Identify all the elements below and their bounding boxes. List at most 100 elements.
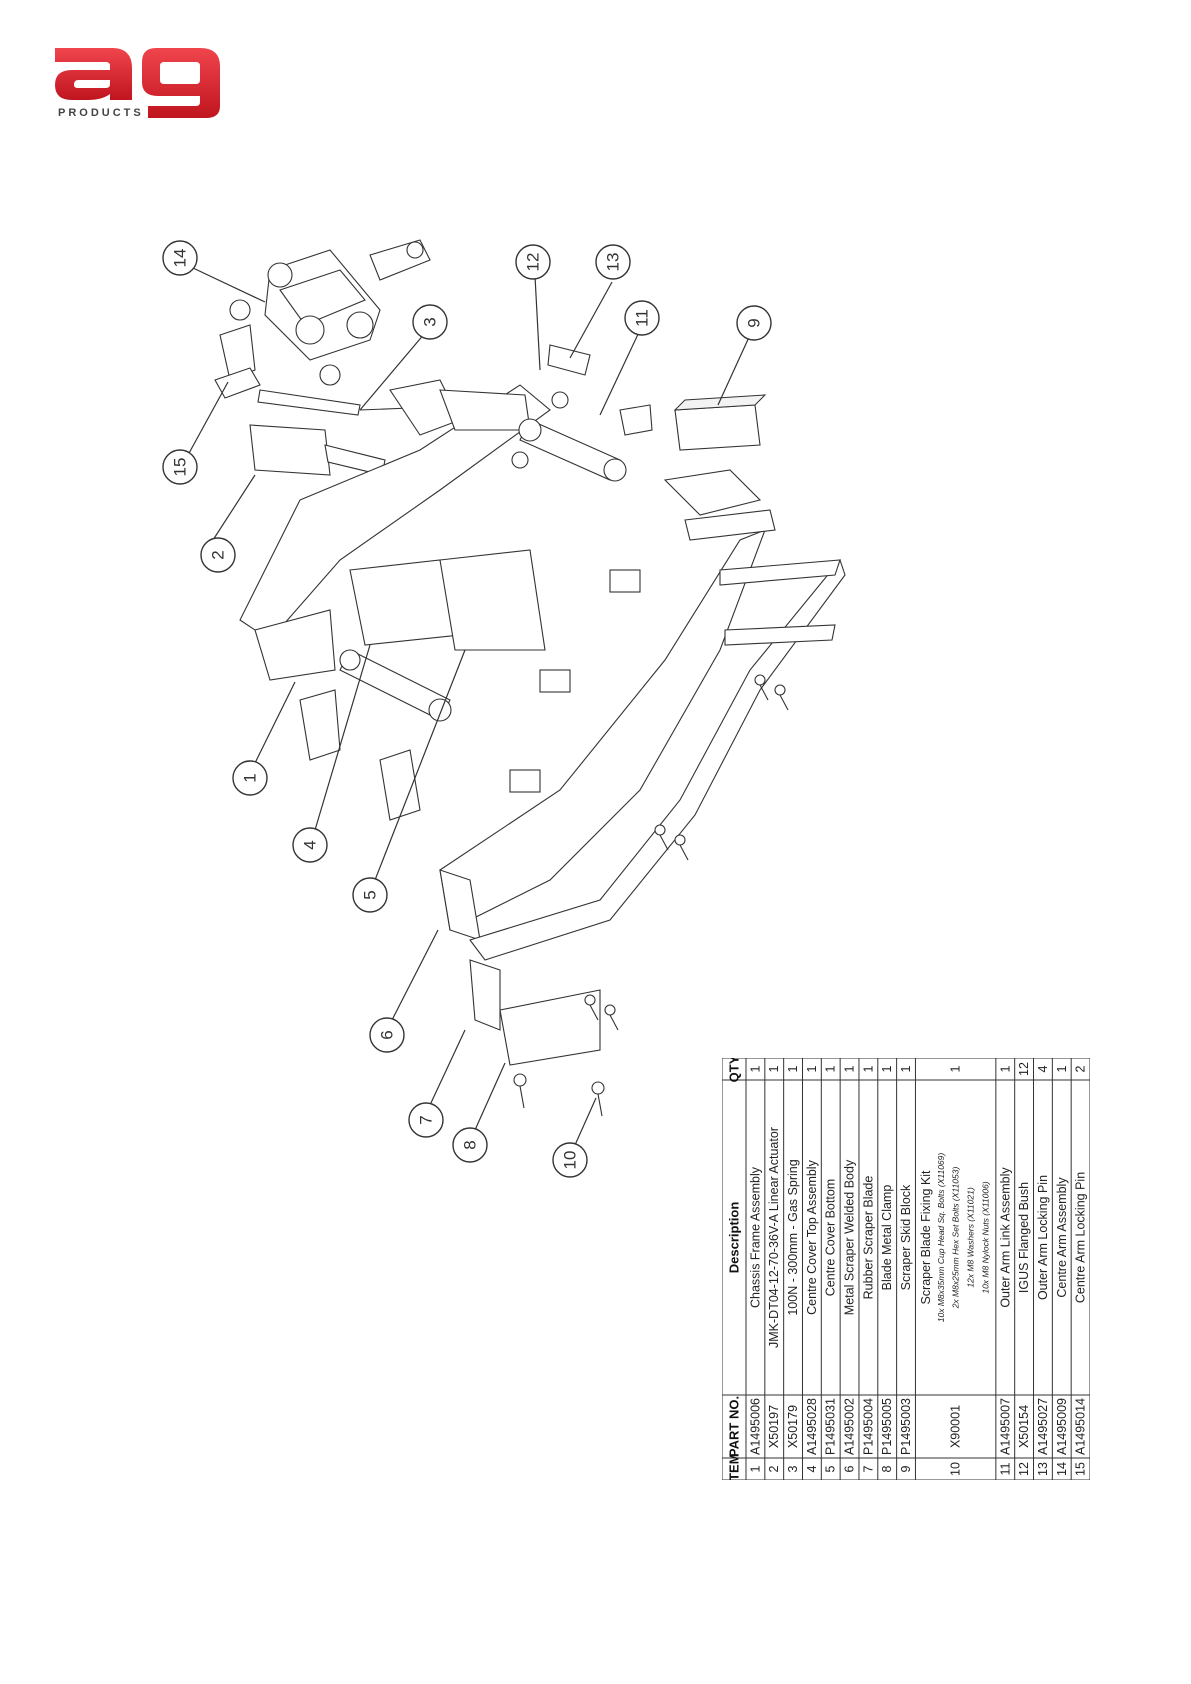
bom-description: Scraper Blade Fixing Kit	[919, 1170, 933, 1305]
bom-item-number: 6	[843, 1465, 857, 1472]
bom-item-number: 2	[767, 1465, 781, 1472]
bom-description: Centre Arm Locking Pin	[1074, 1172, 1088, 1303]
bom-part-number: P1495004	[861, 1398, 875, 1455]
exploded-assembly-drawing: 14 15 2 3 12 13 11 9 1 4 5 6 7 8 10	[162, 239, 846, 1178]
bom-part-number: P1495005	[880, 1398, 894, 1455]
bom-quantity: 1	[748, 1065, 762, 1072]
bom-part-number: A1495028	[805, 1398, 819, 1455]
svg-text:1: 1	[241, 773, 260, 782]
svg-text:12: 12	[524, 253, 543, 272]
blade-metal-clamp	[499, 989, 601, 1066]
bom-item-number: 10	[949, 1462, 963, 1476]
bom-item-number: 9	[899, 1465, 913, 1472]
logo-letter-g	[142, 48, 220, 118]
logo-products-text: PRODUCTS	[58, 107, 144, 119]
bom-description-detail: 10x M8x35mm Cup Head Sq. Bolts (X11069)	[936, 1153, 946, 1323]
bom-description: Outer Arm Locking Pin	[1036, 1175, 1050, 1300]
bom-quantity: 1	[824, 1065, 838, 1072]
callout-5: 5	[352, 877, 388, 913]
bom-description: Outer Arm Link Assembly	[998, 1167, 1012, 1308]
bom-description: Centre Cover Bottom	[824, 1179, 838, 1296]
svg-text:3: 3	[421, 317, 440, 326]
metal-scraper-body	[439, 529, 766, 931]
bom-quantity: 2	[1074, 1065, 1088, 1072]
bom-quantity: 1	[861, 1065, 875, 1072]
bom-item-number: 12	[1017, 1462, 1031, 1476]
logo-letter-a	[55, 48, 132, 100]
bom-item-number: 15	[1074, 1462, 1088, 1476]
callout-9: 9	[736, 305, 772, 341]
callout-2: 2	[200, 537, 236, 573]
bom-header-item: ITEM	[727, 1453, 742, 1480]
bom-part-number: A1495007	[998, 1398, 1012, 1455]
callout-4: 4	[292, 827, 328, 863]
bom-description-detail: 10x M8 Nylock Nuts (X11006)	[980, 1181, 990, 1293]
drawing-parts	[214, 239, 846, 1117]
bom-quantity: 1	[880, 1065, 894, 1072]
bom-quantity: 12	[1017, 1062, 1031, 1076]
bom-item-number: 1	[748, 1465, 762, 1472]
bom-quantity: 1	[899, 1065, 913, 1072]
bom-header-part-no: PART NO.	[727, 1396, 742, 1457]
callout-14: 14	[162, 240, 198, 276]
bom-quantity: 4	[1036, 1065, 1050, 1072]
bom-description: Centre Arm Assembly	[1055, 1177, 1069, 1298]
bom-quantity: 1	[786, 1065, 800, 1072]
bom-header-qty: QTY	[727, 1058, 742, 1082]
bom-part-number: X90001	[949, 1405, 963, 1448]
svg-text:8: 8	[461, 1140, 480, 1149]
bom-part-number: A1495006	[748, 1398, 762, 1455]
svg-text:10: 10	[561, 1151, 580, 1170]
bom-part-number: P1495031	[824, 1398, 838, 1455]
fixing-bolts	[513, 674, 789, 1117]
bom-item-number: 5	[824, 1465, 838, 1472]
bom-quantity: 1	[1055, 1065, 1069, 1072]
bom-item-number: 4	[805, 1465, 819, 1472]
bom-description: Rubber Scraper Blade	[861, 1176, 875, 1300]
callout-6: 6	[369, 1017, 405, 1053]
bom-description-detail: 2x M8x25mm Hex Set Bolts (X11053)	[951, 1167, 961, 1310]
bom-part-number: A1495027	[1036, 1398, 1050, 1455]
bom-quantity: 1	[767, 1065, 781, 1072]
linear-actuator	[249, 424, 331, 476]
svg-text:9: 9	[745, 318, 764, 327]
bom-description: Scraper Skid Block	[899, 1184, 913, 1290]
callout-10: 10	[552, 1142, 588, 1178]
bom-part-number: X50197	[767, 1405, 781, 1448]
svg-text:4: 4	[301, 840, 320, 849]
rubber-scraper-blade	[469, 558, 846, 961]
bom-description: Centre Cover Top Assembly	[805, 1159, 819, 1314]
chassis-frame	[239, 384, 551, 641]
bom-header-description: Description	[727, 1202, 742, 1274]
centre-cover-bottom	[439, 549, 546, 651]
callout-8: 8	[452, 1127, 488, 1163]
bom-description: 100N - 300mm - Gas Spring	[786, 1159, 800, 1315]
callout-13: 13	[595, 244, 631, 280]
callout-11: 11	[624, 300, 660, 336]
svg-text:6: 6	[378, 1030, 397, 1039]
bom-item-number: 14	[1055, 1462, 1069, 1476]
bom-part-number: X50179	[786, 1405, 800, 1448]
bom-part-number: A1495014	[1074, 1398, 1088, 1455]
bom-item-number: 11	[998, 1462, 1012, 1475]
svg-text:14: 14	[171, 249, 190, 268]
svg-text:5: 5	[361, 890, 380, 899]
bom-description: Chassis Frame Assembly	[748, 1166, 762, 1308]
callout-3: 3	[412, 304, 448, 340]
gas-spring	[257, 389, 361, 416]
bom-item-number: 3	[786, 1465, 800, 1472]
bom-description: Metal Scraper Welded Body	[843, 1159, 857, 1315]
bom-description: JMK-DT04-12-70-36V-A Linear Actuator	[767, 1127, 781, 1348]
leader-lines	[187, 267, 751, 1146]
callout-7: 7	[408, 1102, 444, 1138]
bom-quantity: 1	[949, 1065, 963, 1072]
bom-quantity: 1	[998, 1065, 1012, 1072]
bom-description: IGUS Flanged Bush	[1017, 1182, 1031, 1293]
bom-part-number: X50154	[1017, 1405, 1031, 1448]
svg-text:13: 13	[604, 253, 623, 272]
bom-part-number: A1495009	[1055, 1398, 1069, 1455]
svg-text:2: 2	[209, 550, 228, 559]
bom-item-number: 8	[880, 1465, 894, 1472]
bom-grid	[722, 1058, 1090, 1480]
